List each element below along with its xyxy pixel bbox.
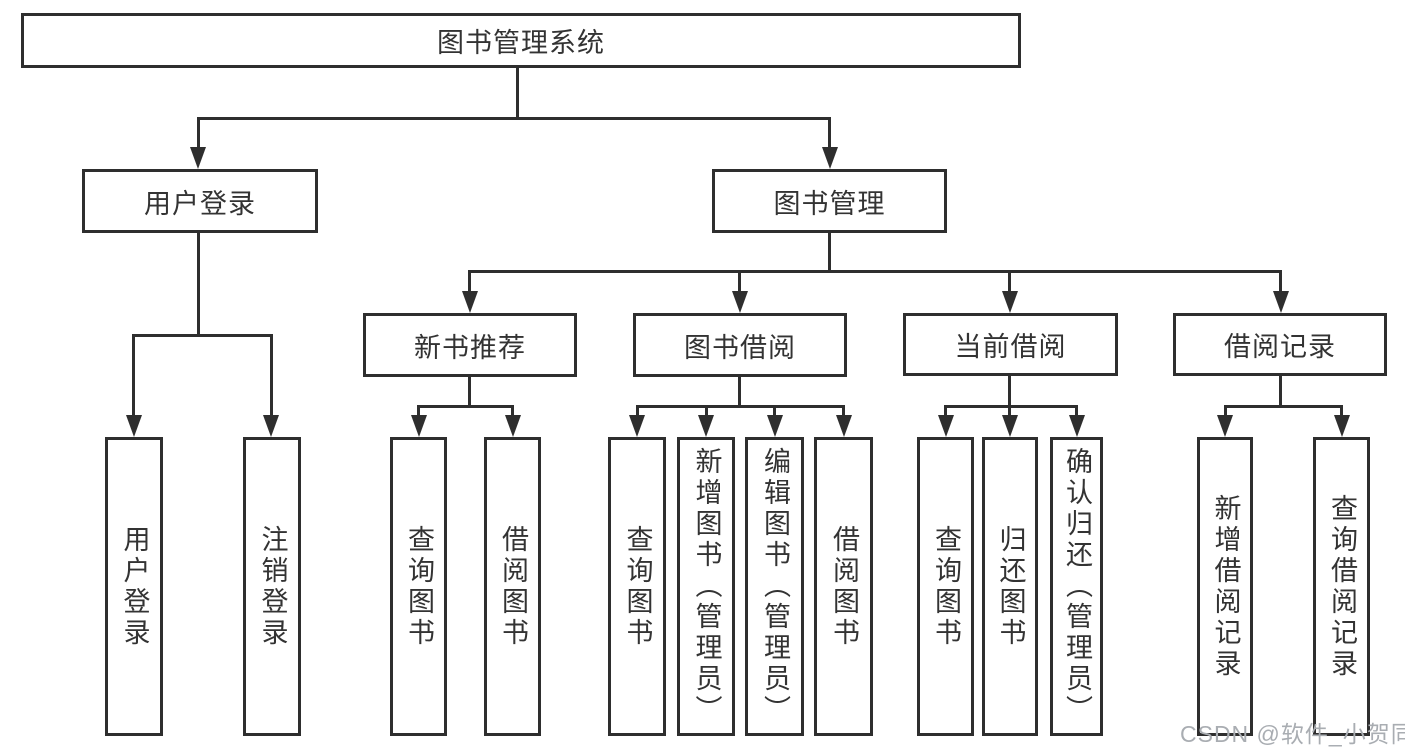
leaf-confirm-return-admin: 确认归还（管理员） [1050,437,1103,736]
connector-recommend-stem [468,377,471,408]
connector-borrowrecords-rail [1224,405,1343,408]
arrowhead-leaf-borrow1-icon [505,415,521,437]
arrowhead-leaf-add-record-icon [1217,415,1233,437]
connector-currentborrow-rail [944,405,1078,408]
connector-recommend-rail [417,405,514,408]
connector-root-rail [197,117,831,120]
connector-to-leaf-borrow1 [511,405,514,415]
connector-to-leaf-confirm-return [1075,405,1078,415]
arrowhead-bookborrow-icon [732,291,748,313]
arrowhead-leaf-add-books-icon [698,415,714,437]
arrowhead-user-login-icon [190,147,206,169]
node-current-borrow: 当前借阅 [903,313,1118,376]
connector-root-stem [516,68,519,118]
watermark: CSDN @软件_小贺同学 [1180,721,1405,747]
connector-bookborrow-stem [738,377,741,408]
connector-bookmgmt-rail [468,270,1282,273]
connector-to-leaf-logout [270,334,273,415]
arrowhead-leaf-query1-icon [411,415,427,437]
connector-to-leaf-edit-books [773,405,776,415]
leaf-borrow-books-recommend: 借阅图书 [484,437,541,736]
leaf-query-books-current: 查询图书 [917,437,974,736]
arrowhead-leaf-logout-icon [263,415,279,437]
leaf-add-borrow-record: 新增借阅记录 [1197,437,1253,736]
leaf-logout: 注销登录 [243,437,301,736]
connector-to-leaf-query1 [417,405,420,415]
arrowhead-book-management-icon [822,147,838,169]
connector-to-leaf-add-record [1224,405,1227,415]
connector-to-bookborrow [738,270,741,292]
node-user-login: 用户登录 [82,169,318,233]
leaf-add-books-admin: 新增图书（管理员） [677,437,735,736]
node-root-system: 图书管理系统 [21,13,1021,68]
leaf-query-books-borrow: 查询图书 [608,437,666,736]
connector-to-leaf-return [1008,405,1011,415]
leaf-query-books-recommend: 查询图书 [390,437,447,736]
connector-to-borrowrecords [1279,270,1282,292]
arrowhead-leaf-query2-icon [629,415,645,437]
leaf-return-books: 归还图书 [982,437,1038,736]
arrowhead-currentborrow-icon [1002,291,1018,313]
connector-to-leaf-query3 [944,405,947,415]
node-book-borrow: 图书借阅 [633,313,847,377]
connector-to-user-login [197,117,200,148]
connector-to-leaf-borrow2 [842,405,845,415]
connector-to-currentborrow [1008,270,1011,292]
connector-borrowrecords-stem [1279,376,1282,408]
leaf-borrow-books: 借阅图书 [814,437,873,736]
connector-bookmgmt-stem [828,233,831,273]
arrowhead-recommend-icon [462,291,478,313]
arrowhead-leaf-query3-icon [938,415,954,437]
connector-to-leaf-add-books [705,405,708,415]
leaf-user-login: 用户登录 [105,437,163,736]
connector-to-leaf-login [132,334,135,415]
arrowhead-leaf-edit-books-icon [767,415,783,437]
connector-to-leaf-query-record [1340,405,1343,415]
connector-to-leaf-query2 [636,405,639,415]
connector-currentborrow-stem [1008,375,1011,408]
leaf-query-borrow-record: 查询借阅记录 [1313,437,1370,736]
connector-to-book-management [828,117,831,148]
leaf-edit-books-admin: 编辑图书（管理员） [745,437,804,736]
node-book-management: 图书管理 [712,169,947,233]
connector-userlogin-rail [132,334,273,337]
arrowhead-leaf-return-icon [1002,415,1018,437]
connector-userlogin-stem [197,233,200,337]
connector-bookborrow-rail [636,405,845,408]
node-new-book-recommend: 新书推荐 [363,313,577,377]
arrowhead-leaf-login-icon [126,415,142,437]
arrowhead-borrowrecords-icon [1273,291,1289,313]
connector-to-recommend [468,270,471,292]
node-borrow-records: 借阅记录 [1173,313,1387,376]
arrowhead-leaf-query-record-icon [1334,415,1350,437]
arrowhead-leaf-borrow2-icon [836,415,852,437]
arrowhead-leaf-confirm-return-icon [1069,415,1085,437]
